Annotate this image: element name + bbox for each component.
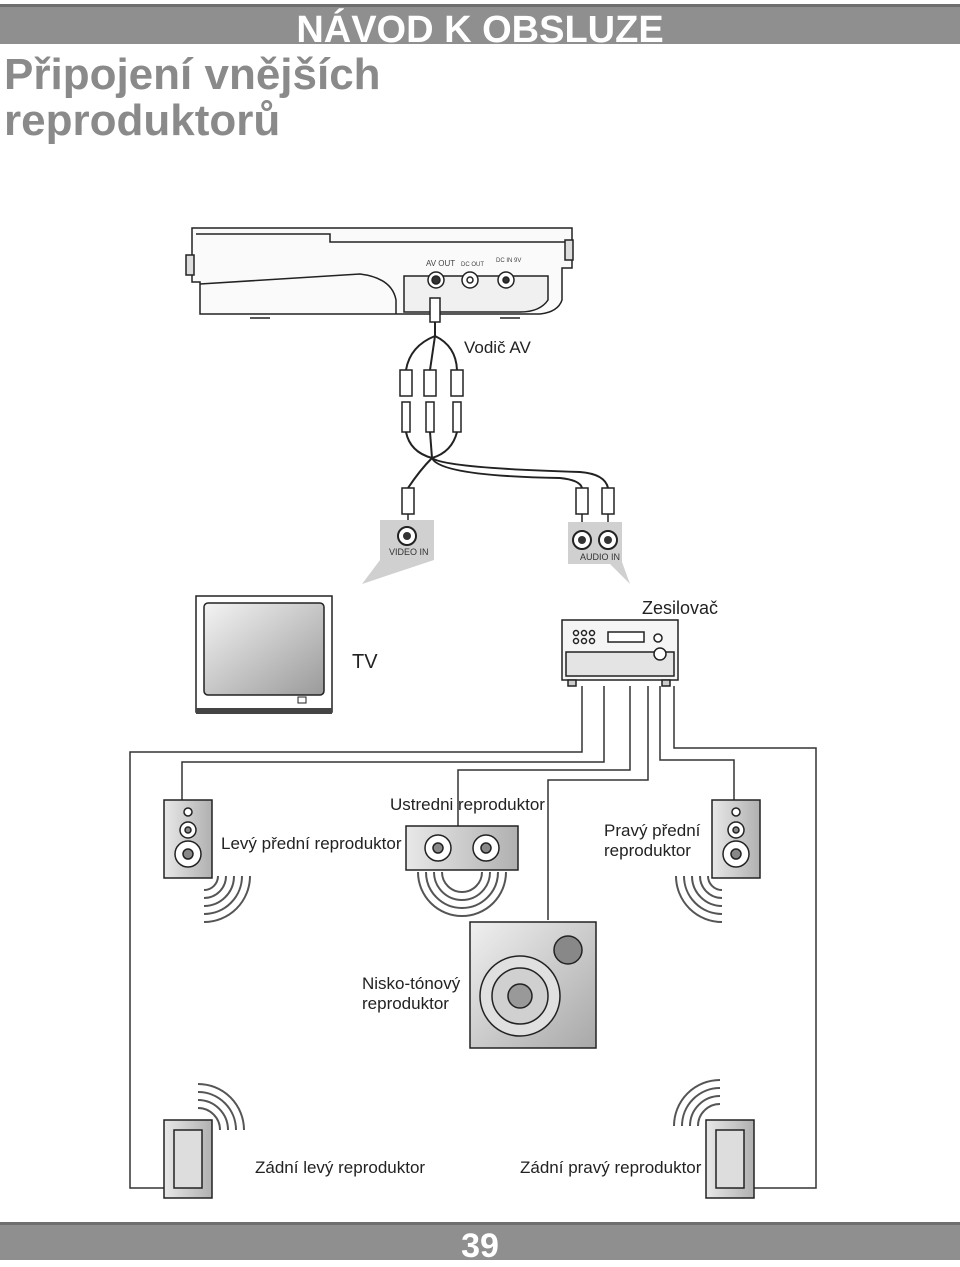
tv-label: TV xyxy=(352,651,378,673)
footer-bar: 39 xyxy=(0,1222,960,1265)
front-left-speaker-label: Levý přední reproduktor xyxy=(221,834,402,853)
center-speaker xyxy=(405,825,519,871)
dc-out-jack-label: DC OUT xyxy=(461,262,484,268)
sound-waves xyxy=(197,1083,245,1131)
front-right-speaker-label-line1: Pravý přední xyxy=(604,821,701,840)
rear-right-speaker-label: Zádní pravý reproduktor xyxy=(520,1158,702,1177)
dc-in-jack-label: DC IN 9V xyxy=(496,258,521,264)
front-right-speaker-label-line2: reproduktor xyxy=(604,841,691,860)
page-title: Připojení vnějších reproduktorů xyxy=(4,50,381,145)
rca-plugs xyxy=(399,369,615,524)
subwoofer-label-line2: reproduktor xyxy=(362,994,449,1013)
audio-in-label: AUDIO IN xyxy=(580,552,620,562)
sound-waves xyxy=(417,871,507,917)
rear-left-speaker-label: Zádní levý reproduktor xyxy=(255,1158,426,1177)
subwoofer xyxy=(469,921,597,1049)
sound-waves xyxy=(203,875,251,923)
rear-left-speaker xyxy=(163,1119,213,1199)
av-out-jack-label: AV OUT xyxy=(426,259,455,268)
center-speaker-label: Ustredni reproduktor xyxy=(390,795,545,814)
sound-waves xyxy=(673,1079,721,1127)
page-number: 39 xyxy=(461,1227,499,1265)
av-cable xyxy=(405,297,609,489)
av-cable-label: Vodič AV xyxy=(464,338,531,357)
rear-right-speaker xyxy=(705,1119,755,1199)
amplifier xyxy=(561,619,679,687)
front-left-speaker xyxy=(163,799,213,879)
subwoofer-label-line1: Nisko-tónový xyxy=(362,974,461,993)
speaker-wires xyxy=(129,686,817,1189)
header-title: NÁVOD K OBSLUZE xyxy=(296,9,664,51)
video-in-panel xyxy=(362,520,434,584)
header-bar: NÁVOD K OBSLUZE xyxy=(0,4,960,51)
amplifier-label: Zesilovač xyxy=(642,598,719,618)
audio-in-panel xyxy=(568,522,630,584)
front-right-speaker xyxy=(711,799,761,879)
video-in-label: VIDEO IN xyxy=(389,547,429,557)
tv xyxy=(195,595,333,714)
sound-waves xyxy=(675,875,723,923)
dvd-player xyxy=(185,227,574,319)
